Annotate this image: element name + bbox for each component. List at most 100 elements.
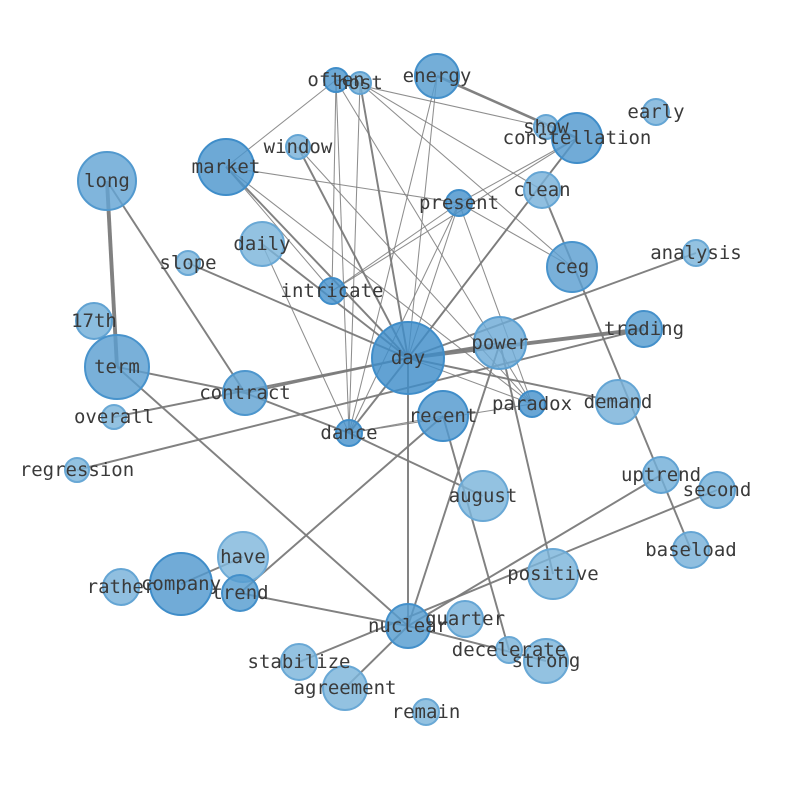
node-label-have: have — [220, 546, 266, 568]
edge-present-paradox — [458, 202, 533, 405]
edge-present-dance — [348, 202, 460, 434]
node-label-day: day — [391, 347, 425, 369]
node-clean — [523, 171, 561, 209]
node-contract — [222, 370, 268, 416]
node-label-host: host — [337, 72, 383, 94]
node-label-uptrend: uptrend — [621, 464, 701, 486]
node-demand — [595, 379, 641, 425]
node-energy — [414, 53, 460, 99]
node-analysis — [682, 239, 710, 267]
node-label-baseload: baseload — [645, 539, 737, 561]
node-label-august: august — [449, 485, 518, 507]
node-label-show: show — [523, 116, 569, 138]
node-label-paradox: paradox — [492, 393, 572, 415]
node-label-overall: overall — [74, 406, 154, 428]
node-market — [197, 138, 255, 196]
edge-nuclear-power — [407, 342, 501, 627]
node-remain — [412, 698, 440, 726]
node-label-long: long — [84, 170, 130, 192]
node-present — [445, 189, 473, 217]
node-window — [285, 134, 311, 160]
node-label-trading: trading — [604, 318, 684, 340]
node-positive — [527, 548, 579, 600]
node-dance — [335, 419, 363, 447]
node-trading — [625, 310, 663, 348]
edge-host-clean — [359, 82, 543, 191]
edge-host-ceg — [359, 82, 573, 268]
node-label-positive: positive — [507, 563, 599, 585]
node-label-contract: contract — [199, 382, 291, 404]
node-often — [323, 67, 349, 93]
edge-day-window — [297, 146, 409, 359]
node-baseload — [672, 531, 710, 569]
node-label-power: power — [471, 332, 528, 354]
edge-nuclear-strong — [407, 625, 547, 662]
edge-recent-decelerate — [442, 415, 510, 651]
node-label-second: second — [683, 479, 752, 501]
node-label-quarter: quarter — [425, 608, 505, 630]
node-label-17th: 17th — [71, 310, 117, 332]
node-label-remain: remain — [392, 701, 461, 723]
node-nuclear — [385, 603, 431, 649]
node-august — [457, 470, 509, 522]
node-daily — [239, 221, 285, 267]
node-second — [698, 471, 736, 509]
node-label-agreement: agreement — [294, 677, 397, 699]
node-uptrend — [642, 456, 680, 494]
node-trend — [221, 574, 259, 612]
node-label-rather: rather — [87, 576, 156, 598]
node-label-strong: strong — [512, 650, 581, 672]
node-label-window: window — [264, 136, 333, 158]
node-label-early: early — [627, 101, 684, 123]
node-label-clean: clean — [513, 179, 570, 201]
node-company — [149, 552, 213, 616]
edge-often-intricate — [331, 79, 337, 292]
node-label-demand: demand — [584, 391, 653, 413]
node-label-slope: slope — [159, 252, 216, 274]
node-day — [371, 321, 445, 395]
edge-day-market — [225, 166, 409, 359]
node-label-often: often — [307, 69, 364, 91]
node-intricate — [318, 277, 346, 305]
node-term — [84, 334, 150, 400]
node-label-term: term — [94, 356, 140, 378]
node-slope — [175, 250, 201, 276]
node-label-energy: energy — [403, 65, 472, 87]
node-label-dance: dance — [320, 422, 377, 444]
node-ceg — [546, 241, 598, 293]
edge-often-show — [335, 79, 547, 128]
node-rather — [102, 568, 140, 606]
node-constellation — [551, 112, 603, 164]
node-label-company: company — [141, 573, 221, 595]
edge-stabilize-second — [298, 489, 718, 663]
node-regression — [64, 457, 90, 483]
edge-host-dance — [348, 82, 361, 434]
edge-recent-trend — [239, 415, 444, 594]
node-label-present: present — [419, 192, 499, 214]
edge-regression-trading — [76, 328, 645, 471]
edge-long-contract — [106, 180, 246, 394]
node-label-ceg: ceg — [555, 256, 589, 278]
node-stabilize — [280, 643, 318, 681]
node-label-daily: daily — [233, 233, 290, 255]
edge-market-paradox — [225, 166, 533, 405]
node-strong — [523, 638, 569, 684]
edge-trend-nuclear — [239, 592, 409, 627]
node-label-regression: regression — [20, 459, 134, 481]
node-agreement — [322, 665, 368, 711]
node-host — [348, 71, 372, 95]
node-label-decelerate: decelerate — [452, 639, 566, 661]
edge-energy-day — [407, 75, 438, 359]
node-decelerate — [495, 636, 523, 664]
node-label-recent: recent — [409, 405, 478, 427]
edge-energy-dance — [348, 75, 438, 434]
node-overall — [101, 404, 127, 430]
node-power — [473, 316, 527, 370]
node-early — [642, 98, 670, 126]
node-recent — [417, 390, 469, 442]
node-quarter — [446, 600, 484, 638]
node-label-stabilize: stabilize — [248, 651, 351, 673]
edge-present-intricate — [331, 202, 460, 292]
node-label-intricate: intricate — [281, 280, 384, 302]
